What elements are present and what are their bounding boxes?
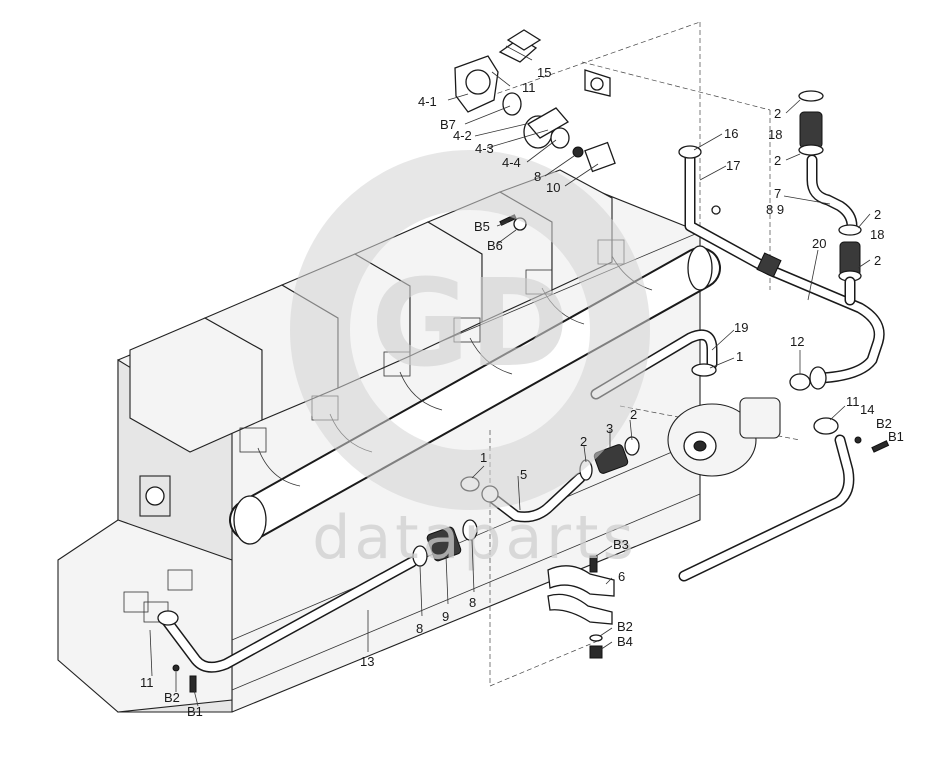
callout-2-b: 2 [774,153,781,168]
callout-15: 15 [537,65,551,80]
bracket-assembly [547,555,615,659]
callout-b1-left: B1 [187,704,203,719]
callout-17: 17 [726,158,740,173]
callout-20: 20 [812,236,826,251]
callout-2-e: 2 [630,407,637,422]
callout-b1-right: B1 [888,429,904,444]
callout-11-left: 11 [140,675,154,690]
callout-2-d: 2 [874,253,881,268]
callout-b2-left: B2 [164,690,180,705]
callout-12: 12 [790,334,804,349]
watermark-text: dataparts [312,503,637,573]
return-pipe-assembly [678,90,885,390]
callout-8-left: 8 [416,621,423,636]
callout-b6: B6 [487,238,503,253]
callout-8-9: 8 9 [766,202,784,217]
lower-pipe-assembly [157,519,478,693]
callout-4-4: 4-4 [502,155,521,170]
watermark-logo: GD [371,255,569,394]
callout-8-top: 8 [534,169,541,184]
callout-10: 10 [546,180,560,195]
callout-18-b: 18 [870,227,884,242]
callout-b3: B3 [613,537,629,552]
callout-6: 6 [618,569,625,584]
callout-b2-mid: B2 [617,619,633,634]
callout-1-right: 1 [736,349,743,364]
callout-b4: B4 [617,634,633,649]
callout-4-2: 4-2 [453,128,472,143]
callout-b7: B7 [440,117,456,132]
callout-16: 16 [724,126,738,141]
callout-2-c: 2 [874,207,881,222]
leader-lines [149,45,871,707]
callout-14: 14 [860,402,874,417]
callout-19: 19 [734,320,748,335]
callout-4-3: 4-3 [475,141,494,156]
callout-b2-right: B2 [876,416,892,431]
callout-4-1: 4-1 [418,94,437,109]
callout-9: 9 [442,609,449,624]
callout-5: 5 [520,467,527,482]
callout-b5: B5 [474,219,490,234]
callout-11-top: 11 [522,80,536,95]
callout-7: 7 [774,186,781,201]
callout-18-a: 18 [768,127,782,142]
callout-labels: 15 11 4-1 B7 4-2 4-3 4-4 8 10 B5 B6 16 1… [140,65,904,719]
callout-8-right: 8 [469,595,476,610]
watermark: GD dataparts [290,150,650,573]
turbo-inlet-fitting-group [454,29,616,231]
callout-13: 13 [360,654,374,669]
callout-3: 3 [606,421,613,436]
callout-2-a: 2 [774,106,781,121]
callout-2-f: 2 [580,434,587,449]
callout-11-right: 11 [846,394,860,409]
callout-1-mid: 1 [480,450,487,465]
